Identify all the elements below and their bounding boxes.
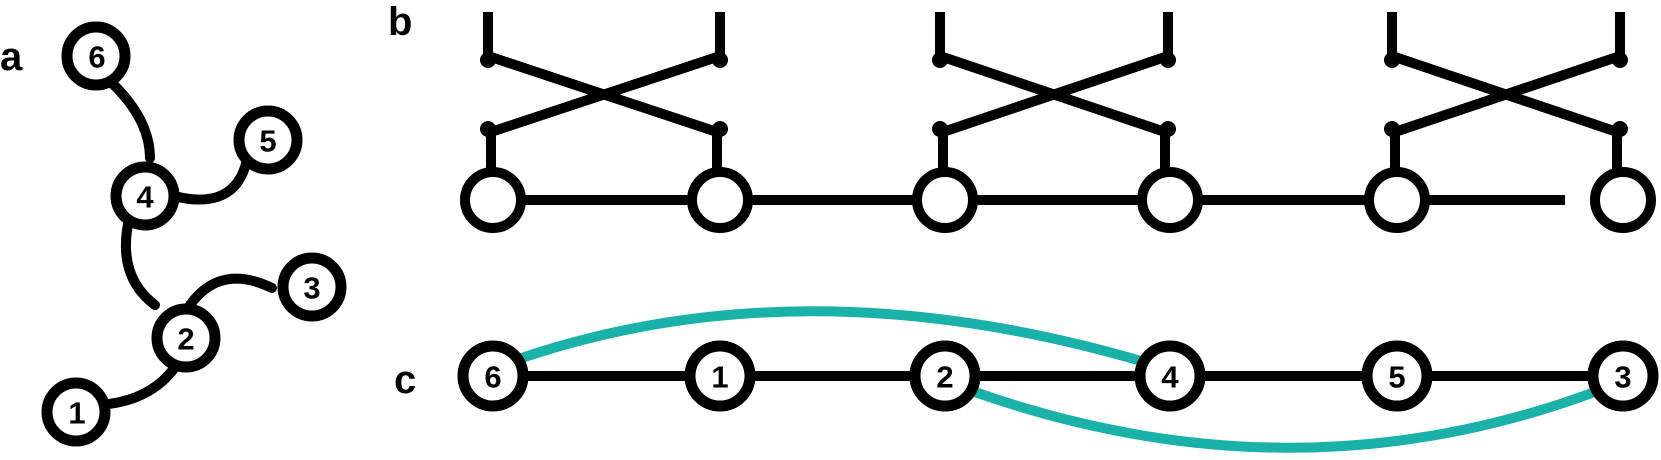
tree-node-label: 4 [136, 180, 154, 215]
chain-node-label: 6 [484, 360, 501, 395]
qubit-node [1137, 167, 1203, 233]
tree-edge-2-3 [185, 273, 277, 310]
qubit-node [460, 167, 526, 233]
gate-cross [1393, 52, 1619, 137]
tree-node: 1 [41, 377, 111, 447]
tree-node-label: 3 [303, 271, 320, 306]
qubit-node [912, 167, 978, 233]
tree-node-label: 5 [259, 124, 276, 159]
chain-node: 2 [909, 340, 981, 412]
chain-node-circle [1361, 340, 1433, 412]
tree-node-circle [110, 161, 180, 231]
tree-node: 3 [277, 252, 347, 322]
gate-dot [1160, 52, 1176, 68]
gate-dot [480, 52, 496, 68]
tree-edge-4-2 [120, 210, 160, 310]
tree-node-circle [233, 105, 303, 175]
chain-node: 4 [1134, 340, 1206, 412]
tree-edge-6-4 [107, 78, 155, 163]
panel-label-a: a [0, 35, 23, 79]
chain-node-circle [1587, 340, 1659, 412]
chain-c-nodes: 6 1 2 4 5 3 [457, 340, 1659, 412]
highlight-arcs [508, 306, 1602, 453]
arc-2-3 [970, 385, 1602, 453]
chain-node-circle [457, 340, 529, 412]
tree-edge-4-5 [165, 155, 252, 205]
chain-node-label: 5 [1388, 360, 1405, 395]
qubit-node [687, 167, 753, 233]
swap-gate [1384, 12, 1628, 170]
gate-dot [932, 52, 948, 68]
tree-node-circle [277, 252, 347, 322]
tree-node-circle [41, 377, 111, 447]
qubit-node [1364, 167, 1430, 233]
gate-dot [1612, 52, 1628, 68]
tree-node: 4 [110, 161, 180, 231]
chain-node-circle [1134, 340, 1206, 412]
chain-node-circle [909, 340, 981, 412]
tree-node: 6 [61, 21, 131, 91]
tree-node-label: 6 [88, 40, 105, 75]
gate-dot [712, 52, 728, 68]
chain-b-nodes [460, 167, 1656, 233]
gate-cross [941, 52, 1167, 137]
chain-node-label: 4 [1161, 360, 1179, 395]
tree-node-circle [151, 303, 221, 373]
chain-node: 3 [1587, 340, 1659, 412]
chain-node-label: 2 [936, 360, 953, 395]
chain-node-circle [684, 340, 756, 412]
panel-label-b: b [388, 0, 412, 44]
tree-node: 2 [151, 303, 221, 373]
gate-cross [489, 52, 719, 137]
tree-node-label: 1 [68, 396, 85, 431]
swap-gate [932, 12, 1176, 170]
chain-node-label: 3 [1614, 360, 1631, 395]
panel-label-c: c [394, 358, 416, 402]
qubit-node [1590, 167, 1656, 233]
tree-node: 5 [233, 105, 303, 175]
arc-6-4 [508, 306, 1150, 368]
tree-node-label: 2 [177, 322, 194, 357]
tree-nodes: 6 5 4 3 2 1 [41, 21, 347, 447]
chain-node: 6 [457, 340, 529, 412]
chain-node: 1 [684, 340, 756, 412]
gate-dot [1384, 52, 1400, 68]
chain-node: 5 [1361, 340, 1433, 412]
tree-node-circle [61, 21, 131, 91]
chain-node-label: 1 [711, 360, 728, 395]
swap-gate [480, 12, 728, 170]
